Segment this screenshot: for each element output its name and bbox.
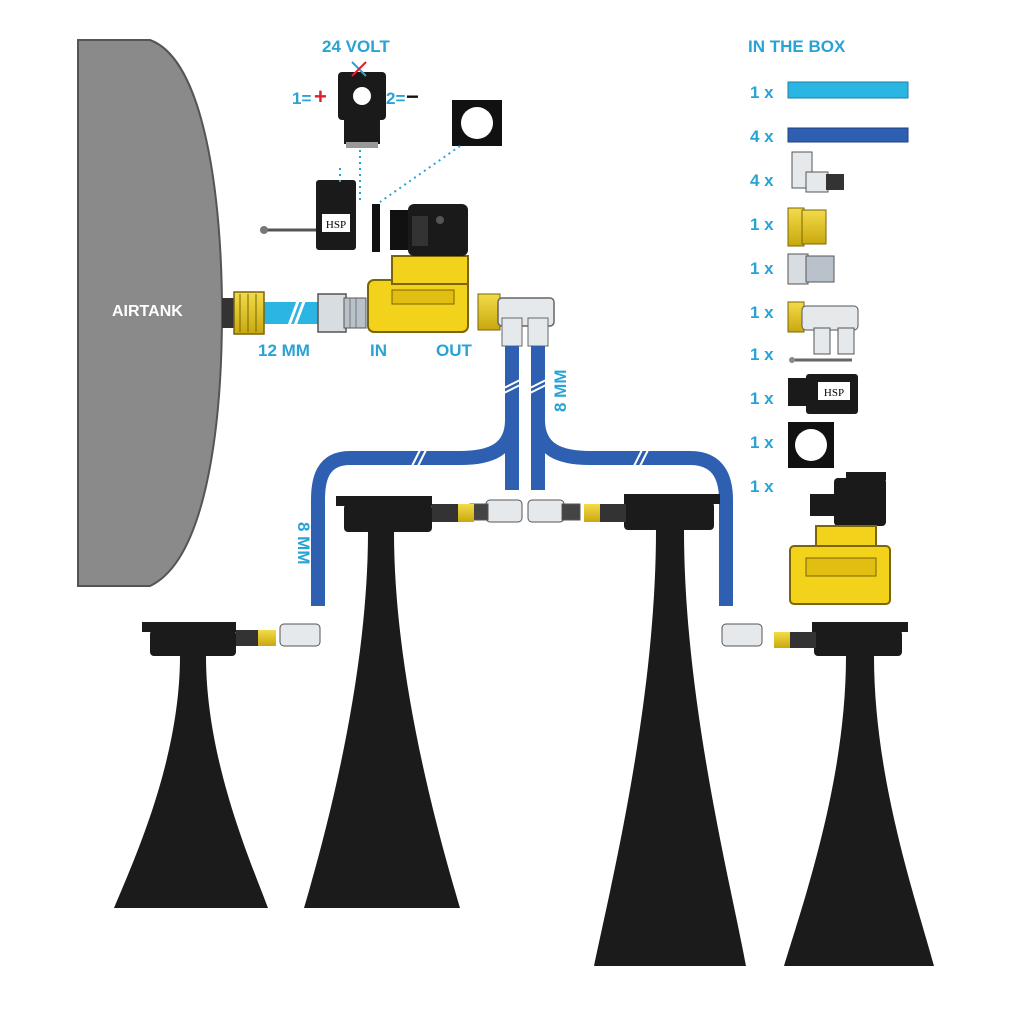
hose-12mm-label: 12 MM	[258, 341, 310, 360]
box-solenoid-valve	[789, 472, 891, 605]
gasket-exploded	[372, 204, 380, 252]
box-qty: 1 x	[750, 215, 774, 234]
box-screw	[789, 357, 852, 363]
center-elbows	[469, 499, 581, 523]
box-parts: HSP	[787, 81, 909, 605]
box-qty: 4 x	[750, 127, 774, 146]
gasket-top	[452, 100, 502, 146]
airtank-label: AIRTANK	[112, 303, 183, 320]
main-solenoid-valve	[367, 204, 469, 333]
pin-plus-label: 1=	[292, 89, 312, 108]
plus-symbol: +	[314, 84, 327, 109]
outer-elbows	[279, 623, 763, 647]
box-elbow-fitting	[791, 151, 844, 193]
voltage-title: 24 VOLT	[322, 37, 390, 56]
hose-8mm-label-top: 8 MM	[551, 369, 570, 413]
box-gasket	[788, 422, 834, 468]
box-connector-plug: HSP	[788, 374, 858, 414]
tee-manifold	[477, 293, 555, 347]
svg-text:HSP: HSP	[326, 219, 346, 231]
box-qty: 1 x	[750, 477, 774, 496]
horn-4	[774, 622, 934, 966]
box-qty: 1 x	[750, 389, 774, 408]
box-qty: 1 x	[750, 303, 774, 322]
box-dark-blue-hose	[787, 127, 909, 143]
horn-2	[304, 496, 474, 908]
top-connector	[338, 72, 386, 148]
box-qty: 1 x	[750, 433, 774, 452]
box-push-in-connector	[787, 253, 835, 285]
in-the-box-title: IN THE BOX	[748, 37, 846, 56]
pin-minus-label: 2=	[386, 89, 406, 108]
valve-in-label: IN	[370, 341, 387, 360]
box-qty: 1 x	[750, 83, 774, 102]
valve-out-label: OUT	[436, 341, 472, 360]
connector-plug: HSP	[260, 180, 356, 250]
push-in-connector	[317, 293, 367, 333]
tank-brass-adapter	[222, 291, 265, 335]
box-qty: 1 x	[750, 259, 774, 278]
box-light-blue-hose	[787, 81, 909, 99]
box-brass-adapter	[787, 207, 827, 247]
box-tee-manifold	[787, 301, 859, 355]
minus-symbol: −	[406, 84, 419, 109]
horn-3	[584, 494, 746, 966]
hose-8mm-label-side: 8 MM	[294, 522, 313, 565]
svg-text:HSP: HSP	[824, 387, 844, 399]
airtank-body	[77, 39, 224, 587]
box-qty: 4 x	[750, 171, 774, 190]
horn-1	[114, 622, 276, 908]
box-qty: 1 x	[750, 345, 774, 364]
ground-cross-icon	[351, 61, 367, 77]
